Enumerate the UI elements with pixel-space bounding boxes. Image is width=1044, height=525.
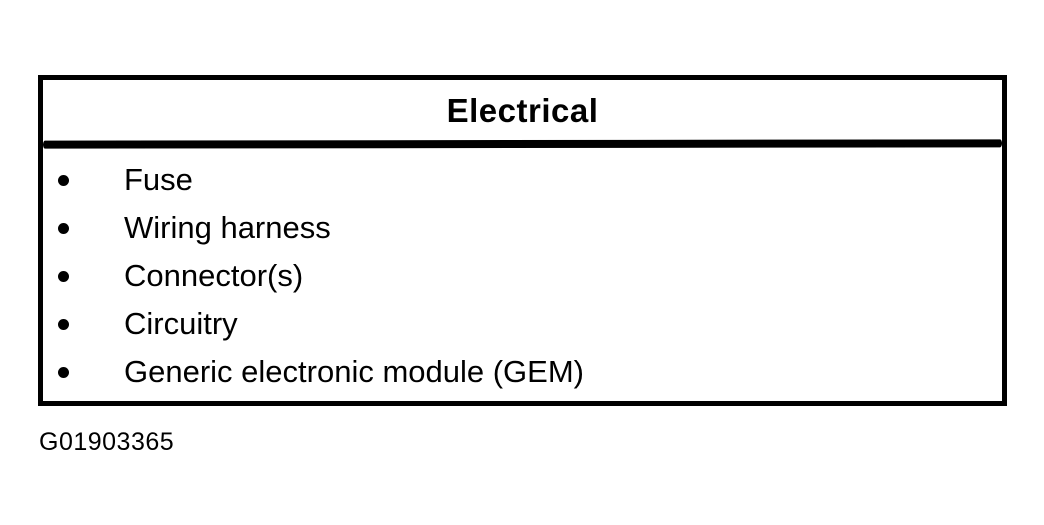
list-item: Wiring harness [43, 204, 1002, 252]
list-item-label: Wiring harness [124, 210, 331, 245]
list-item-label: Circuitry [124, 306, 238, 341]
table-title: Electrical [446, 91, 599, 129]
bullet-icon [58, 366, 69, 378]
list-item: Fuse [43, 156, 1002, 204]
list-item: Generic electronic module (GEM) [43, 348, 1002, 396]
bullet-icon [58, 318, 69, 330]
electrical-items-list: Fuse Wiring harness Connector(s) Circuit… [43, 148, 1002, 396]
electrical-table: Electrical Fuse Wiring harness Connector… [38, 75, 1007, 406]
list-item: Circuitry [43, 300, 1002, 348]
header-divider-line [43, 139, 1002, 149]
figure-id-caption: G01903365 [39, 428, 175, 456]
bullet-icon [58, 222, 69, 234]
bullet-icon [58, 270, 69, 282]
list-item-label: Connector(s) [124, 258, 304, 293]
list-item: Connector(s) [43, 252, 1002, 300]
list-item-label: Fuse [124, 162, 193, 197]
list-item-label: Generic electronic module (GEM) [124, 354, 584, 389]
bullet-icon [58, 174, 69, 186]
